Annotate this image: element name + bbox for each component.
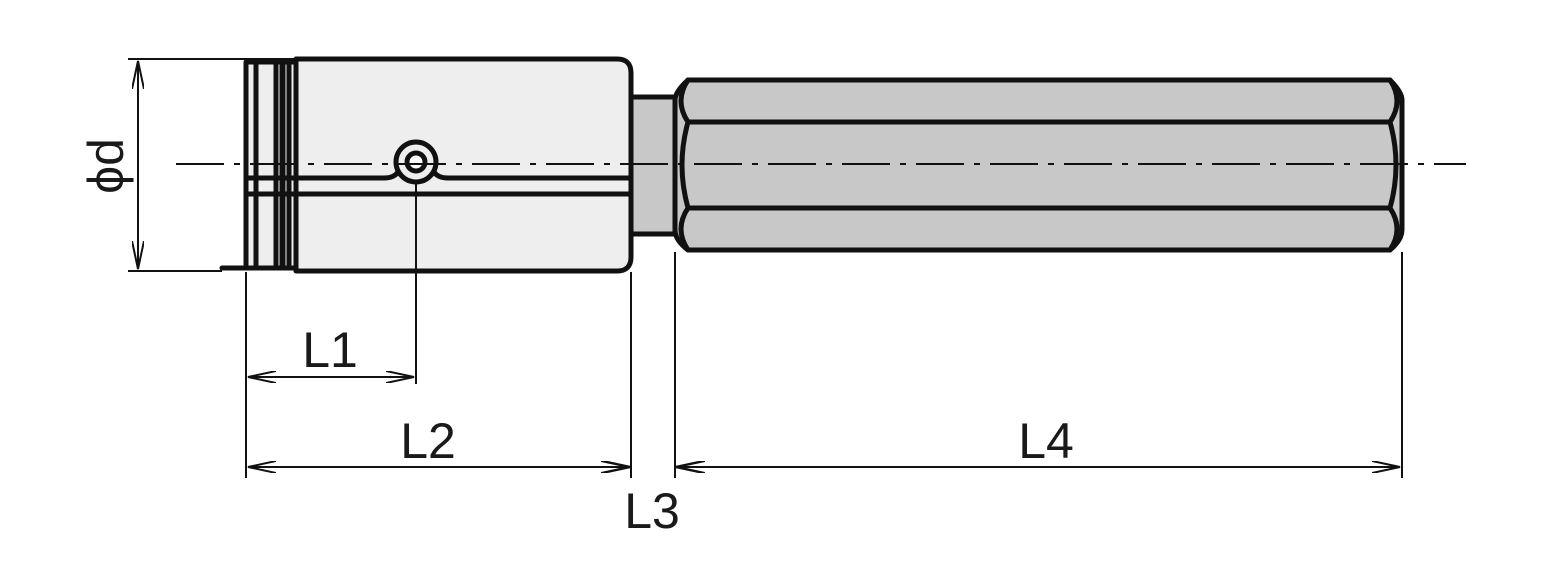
l4-label: L4 — [1018, 413, 1074, 469]
set-screw-icon — [393, 139, 439, 185]
l1-label: L1 — [302, 322, 358, 378]
extension-lines — [128, 58, 1403, 478]
diameter-label: ϕd — [78, 138, 134, 194]
neck-section — [628, 94, 678, 237]
l2-label: L2 — [400, 413, 456, 469]
l3-label: L3 — [624, 483, 680, 539]
